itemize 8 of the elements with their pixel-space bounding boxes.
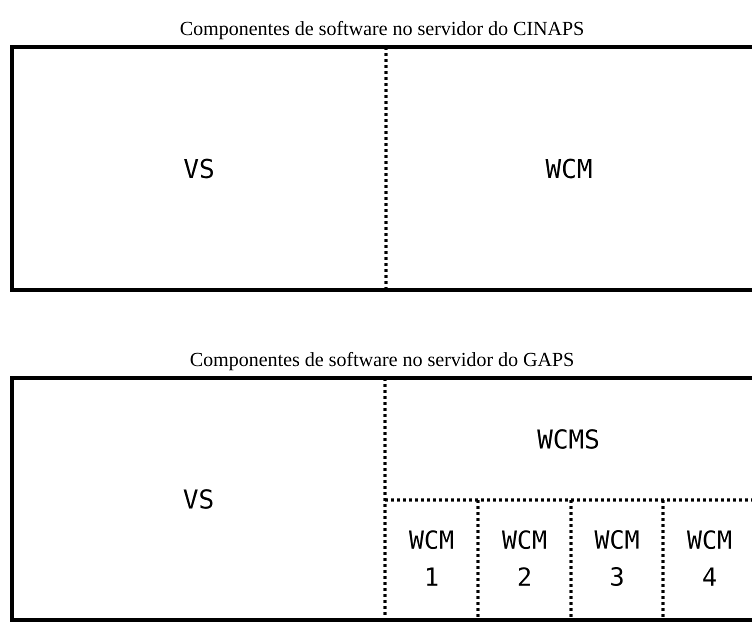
component-label: VS — [184, 158, 213, 178]
component-label: VS — [184, 489, 212, 509]
component-label: WCM — [546, 158, 592, 178]
component-label: WCM 3 — [594, 530, 638, 586]
component-label: WCM 2 — [502, 530, 546, 586]
component-label: WCM 4 — [686, 530, 731, 586]
component-label: WCMS — [537, 429, 598, 449]
component-label: WCM 1 — [408, 530, 453, 586]
